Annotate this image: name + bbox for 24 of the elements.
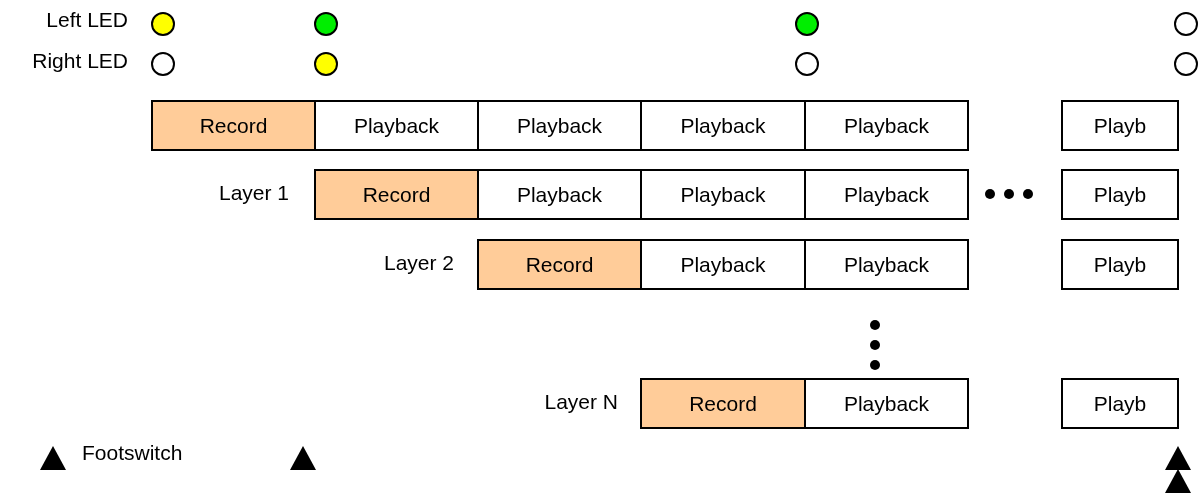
playback-box: Playb	[1061, 378, 1179, 429]
playback-box: Playback	[804, 378, 969, 429]
record-box: Record	[151, 100, 316, 151]
playback-box: Playback	[804, 169, 969, 220]
playback-box: Playback	[640, 100, 806, 151]
record-box: Record	[477, 239, 642, 290]
led-label: Left LED	[46, 8, 128, 32]
playback-box: Playback	[804, 100, 969, 151]
playback-box: Playback	[640, 169, 806, 220]
playback-box: Playb	[1061, 239, 1179, 290]
playback-box: Playback	[804, 239, 969, 290]
layer-label: Layer 1	[218, 181, 289, 205]
playback-box: Playback	[640, 239, 806, 290]
playback-box: Playb	[1061, 169, 1179, 220]
playback-box: Playback	[477, 100, 642, 151]
record-box: Record	[314, 169, 479, 220]
playback-box: Playback	[314, 100, 479, 151]
playback-box: Playb	[1061, 100, 1179, 151]
led-label: Right LED	[32, 49, 128, 73]
playback-box: Playback	[477, 169, 642, 220]
layer-label: Layer N	[544, 390, 618, 414]
layer-label: Layer 2	[383, 251, 454, 275]
record-box: Record	[640, 378, 806, 429]
footswitch-label: Footswitch	[82, 441, 183, 465]
